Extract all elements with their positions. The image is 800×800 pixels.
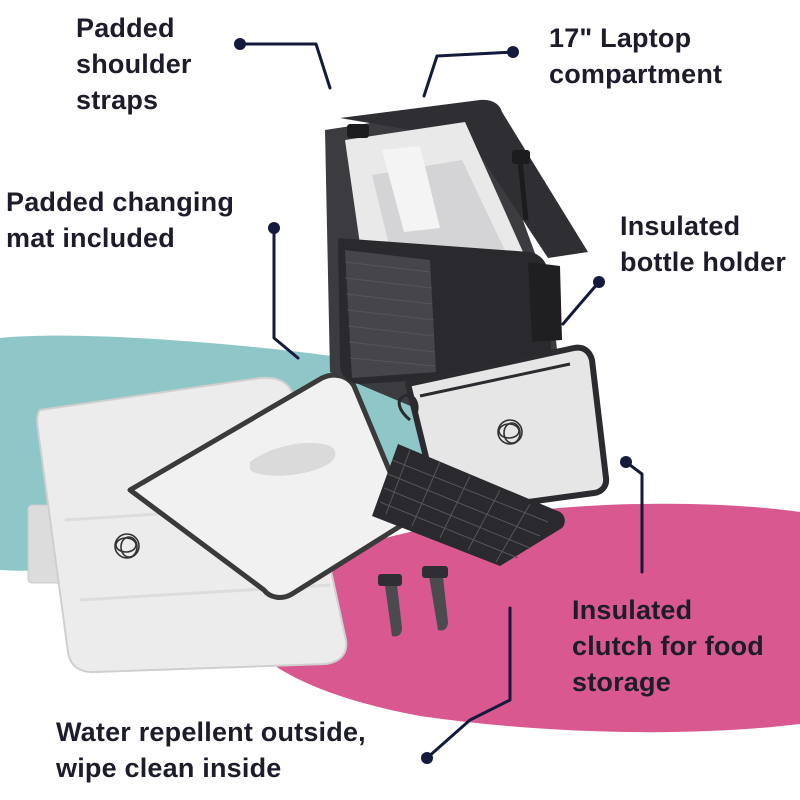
leader-line-water-repellent [425,606,512,760]
stroller-clips [378,566,448,637]
callout-food-clutch: Insulated clutch for food storage [572,592,764,700]
callout-line: mat included [6,223,175,253]
callout-line: shoulder [76,49,192,79]
callout-changing-mat: Padded changing mat included [6,184,234,256]
callout-line: Insulated [572,595,693,625]
leader-line-shoulder-straps [238,42,332,90]
callout-line: Padded [76,13,175,43]
clutch-brand-logo [497,419,523,445]
mesh-pouch [372,393,565,566]
callout-laptop: 17" Laptop compartment [549,20,722,92]
dot-marker-food-clutch [620,456,632,468]
callout-bottle-holder: Insulated bottle holder [620,208,786,280]
callout-line: compartment [549,59,723,89]
callout-line: Insulated [620,211,741,241]
leader-line-laptop [422,50,515,98]
callout-line: Water repellent outside, [56,717,366,747]
dot-marker-laptop [507,46,519,58]
callout-line: bottle holder [620,247,787,277]
callout-line: straps [76,85,159,115]
dot-marker-water-repellent [421,752,433,764]
dot-marker-changing-mat [268,222,280,234]
backpack [325,99,588,411]
callout-shoulder-straps: Padded shoulder straps [76,10,192,118]
leader-line-bottle-holder [561,280,601,326]
leader-line-food-clutch [624,460,644,574]
callout-line: storage [572,667,671,697]
dot-marker-bottle-holder [593,276,605,288]
callout-line: Padded changing [6,187,235,217]
callout-line: 17" Laptop [549,23,692,53]
callout-water-repellent: Water repellent outside, wipe clean insi… [56,714,366,786]
callout-line: wipe clean inside [56,753,282,783]
callout-line: clutch for food [572,631,764,661]
dot-marker-shoulder-straps [234,38,246,50]
leader-line-changing-mat [272,226,300,360]
mat-brand-logo [114,533,140,559]
pink-background-blob [242,503,800,733]
